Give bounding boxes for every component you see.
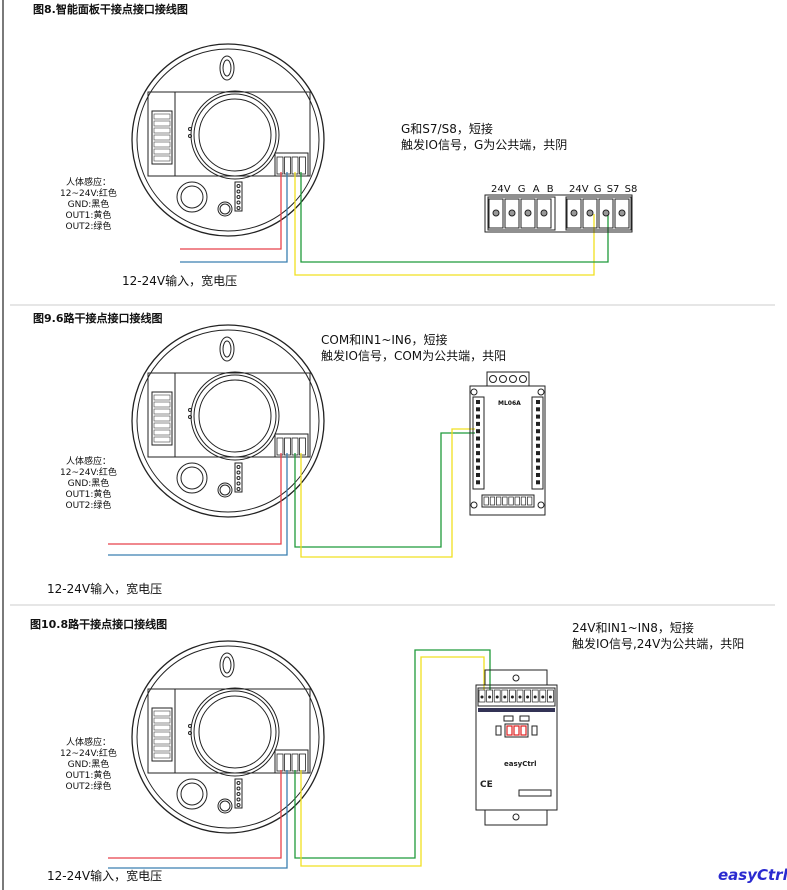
ce-mark-icon: CE bbox=[480, 780, 493, 790]
terminal-slot bbox=[504, 198, 520, 229]
note-1: G和S7/S8，短接触发IO信号，G为公共端，共阴 bbox=[401, 121, 567, 153]
legend-item: OUT2:绿色 bbox=[65, 501, 112, 511]
section-title-3: 图10.8路干接点接口接线图 bbox=[30, 618, 168, 631]
input-label-1: 12-24V输入，宽电压 bbox=[122, 274, 238, 288]
led-strip bbox=[234, 462, 243, 493]
indicator-lens bbox=[219, 652, 235, 678]
device-terminal-box bbox=[484, 194, 633, 233]
sensor-panel bbox=[131, 43, 325, 237]
note-1-line2: 触发IO信号，G为公共端，共阴 bbox=[401, 138, 568, 152]
legend-item: 12~24V:红色 bbox=[60, 749, 117, 759]
legend-item: OUT2:绿色 bbox=[65, 782, 112, 792]
terminal-labels-left: 24V G A B bbox=[491, 184, 554, 195]
pir-lens bbox=[190, 687, 280, 777]
wire-green bbox=[294, 649, 491, 859]
indicator-lens bbox=[219, 55, 235, 81]
wire-red bbox=[180, 172, 282, 250]
input-label-3: 12-24V输入，宽电压 bbox=[47, 869, 163, 883]
terminal-slot bbox=[536, 198, 552, 229]
terminal-labels-right: 24V G S7 S8 bbox=[569, 184, 638, 195]
note-2-line1: COM和IN1~IN6，短接 bbox=[321, 333, 448, 347]
wire-green bbox=[294, 432, 475, 548]
pir-lens bbox=[190, 371, 280, 461]
light-sensor bbox=[176, 462, 208, 494]
legend-item: OUT1:黄色 bbox=[65, 771, 112, 781]
sensor-inner-ring bbox=[136, 645, 320, 829]
legend-item: 12~24V:红色 bbox=[60, 468, 117, 478]
legend-item: OUT1:黄色 bbox=[65, 211, 112, 221]
id-set-dip bbox=[481, 494, 535, 508]
ml06a-io-module bbox=[469, 371, 546, 516]
wire-green bbox=[300, 172, 609, 263]
wire-yellow bbox=[300, 656, 485, 867]
wire-red bbox=[108, 770, 282, 859]
sensor-panel bbox=[131, 324, 325, 518]
wire-blue bbox=[108, 453, 288, 556]
sensor-outer-ring bbox=[131, 43, 325, 237]
terminal-block bbox=[274, 433, 309, 458]
section-title-1: 图8.智能面板干接点接口接线图 bbox=[33, 3, 188, 16]
led-strip bbox=[234, 181, 243, 212]
input-label-2: 12-24V输入，宽电压 bbox=[47, 582, 163, 596]
module-model-label: ML06A bbox=[498, 400, 521, 407]
terminal-block bbox=[274, 749, 309, 774]
terminal-slot bbox=[598, 198, 614, 229]
sensor-inner-ring bbox=[136, 48, 320, 232]
dip-switch bbox=[151, 391, 173, 446]
terminal-slot bbox=[582, 198, 598, 229]
legend-item: GND:黑色 bbox=[67, 479, 110, 489]
legend-item: GND:黑色 bbox=[67, 760, 110, 770]
dip-switch bbox=[151, 707, 173, 762]
sensor-outer-ring bbox=[131, 640, 325, 834]
terminal-slot bbox=[488, 198, 504, 229]
legend-item: 人体感应： bbox=[65, 178, 111, 188]
light-sensor bbox=[176, 778, 208, 810]
wire-red bbox=[108, 453, 282, 545]
legend-item: OUT2:绿色 bbox=[65, 222, 112, 232]
terminal-block bbox=[274, 152, 309, 177]
legend-item: 人体感应： bbox=[65, 457, 111, 467]
8-channel-io-module: CE bbox=[475, 669, 558, 826]
note-2: COM和IN1~IN6，短接触发IO信号，COM为公共端，共阳 bbox=[321, 332, 506, 364]
section-title-2: 图9.6路干接点接口接线图 bbox=[33, 312, 163, 325]
terminal-slot bbox=[614, 198, 630, 229]
note-2-line2: 触发IO信号，COM为公共端，共阳 bbox=[321, 349, 507, 363]
sensor-outer-ring bbox=[131, 324, 325, 518]
legend-item: 12~24V:红色 bbox=[60, 189, 117, 199]
terminal-slot bbox=[566, 198, 582, 229]
legend-item: GND:黑色 bbox=[67, 200, 110, 210]
dip-switch bbox=[151, 110, 173, 165]
legend-item: 人体感应： bbox=[65, 738, 111, 748]
led-strip bbox=[234, 778, 243, 809]
note-3-line1: 24V和IN1~IN8，短接 bbox=[572, 621, 694, 635]
wire-yellow bbox=[300, 428, 475, 558]
terminal-slot bbox=[520, 198, 536, 229]
note-1-line1: G和S7/S8，短接 bbox=[401, 122, 493, 136]
wire-yellow bbox=[294, 172, 595, 276]
pir-lens bbox=[190, 90, 280, 180]
legend-item: OUT1:黄色 bbox=[65, 490, 112, 500]
wire-blue bbox=[180, 172, 288, 263]
light-sensor bbox=[176, 181, 208, 213]
wire-blue bbox=[108, 770, 288, 869]
note-3-line2: 触发IO信号,24V为公共端，共阳 bbox=[572, 637, 745, 651]
sensor-inner-ring bbox=[136, 329, 320, 513]
easyctrl-watermark-logo: easyCtrl bbox=[718, 866, 787, 884]
indicator-lens bbox=[219, 336, 235, 362]
led-display bbox=[504, 723, 529, 738]
module-logo: easyCtrl bbox=[504, 760, 537, 768]
note-3: 24V和IN1~IN8，短接触发IO信号,24V为公共端，共阳 bbox=[572, 620, 744, 652]
